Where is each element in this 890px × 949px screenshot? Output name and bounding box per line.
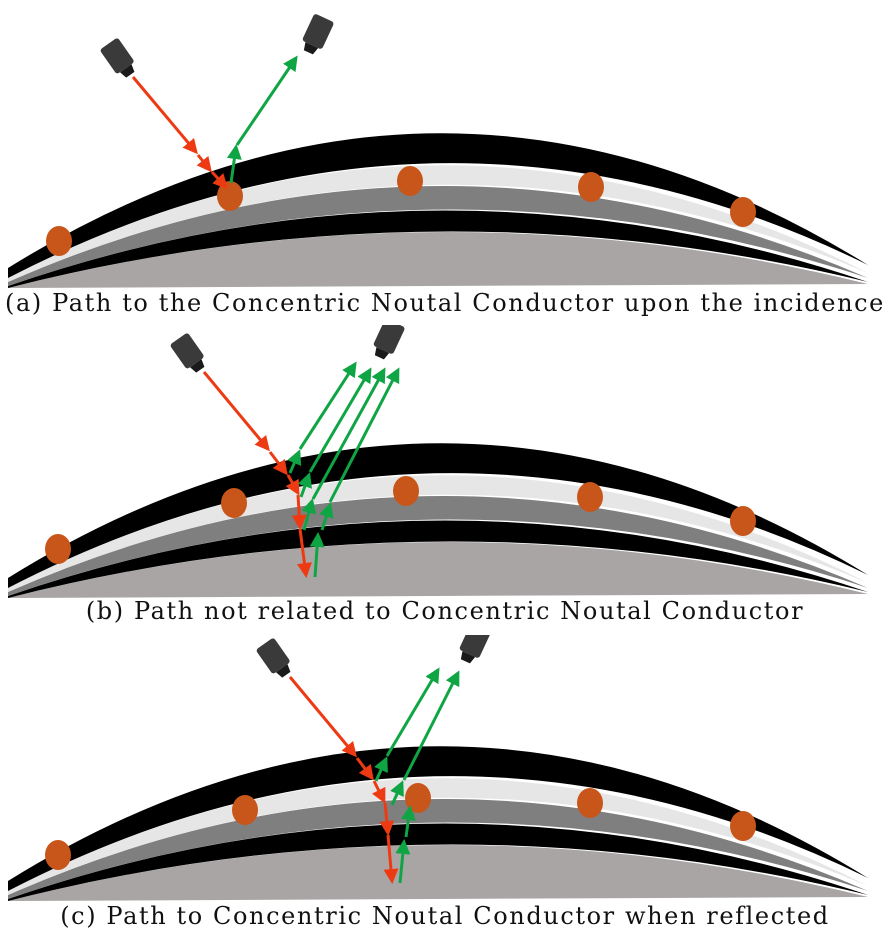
- conductor-group: [45, 783, 756, 870]
- outer-sheath-layer: [8, 133, 868, 278]
- inner-sheath-layer: [8, 520, 868, 598]
- cable-diagram-c: [8, 635, 868, 901]
- conductor-dot: [730, 197, 756, 227]
- core-layer: [8, 231, 868, 288]
- conductor-group: [46, 166, 756, 256]
- inner-sheath-layer: [8, 210, 868, 288]
- core-layer: [8, 541, 868, 598]
- camera-sensor-icon: [459, 635, 491, 664]
- conductor-dot: [578, 172, 604, 202]
- incident-ray: [131, 76, 229, 190]
- camera-sensor-icon: [170, 333, 205, 373]
- outer-sheath-layer: [8, 746, 868, 891]
- conductor-dot: [730, 506, 756, 536]
- incident-ray: [202, 371, 312, 578]
- panel-b: (b) Path not related to Concentric Nouta…: [0, 325, 890, 635]
- conductor-dot: [393, 476, 419, 506]
- caption-b: (b) Path not related to Concentric Nouta…: [85, 597, 805, 625]
- caption-a: (a) Path to the Concentric Noutal Conduc…: [5, 289, 885, 317]
- conductor-dot: [577, 482, 603, 512]
- reflected-ray-group: [374, 667, 460, 884]
- panel-c: (c) Path to Concentric Noutal Conductor …: [0, 635, 890, 949]
- insulation-dark-layer: [8, 185, 868, 286]
- conductor-dot: [577, 788, 603, 818]
- conductor-dot: [217, 181, 243, 211]
- conductor-dot: [45, 534, 71, 564]
- insulation-dark-layer: [8, 798, 868, 899]
- core-layer: [8, 844, 868, 901]
- cable-diagram-b: [8, 325, 868, 598]
- conductor-dot: [232, 795, 258, 825]
- insulation-dark-layer: [8, 495, 868, 596]
- conductor-dot: [221, 488, 247, 518]
- conductor-dot: [730, 811, 756, 841]
- camera-sensor-icon: [373, 325, 405, 360]
- caption-c: (c) Path to Concentric Noutal Conductor …: [60, 902, 830, 930]
- conductor-group: [45, 476, 756, 564]
- cable-cross-section: [8, 746, 868, 901]
- outer-sheath-layer: [8, 443, 868, 588]
- reflected-ray: [226, 55, 298, 184]
- reflected-ray-group: [287, 361, 400, 578]
- camera-sensor-icon: [302, 14, 334, 55]
- camera-sensor-icon: [256, 638, 291, 678]
- panel-a: (a) Path to the Concentric Noutal Conduc…: [0, 0, 890, 325]
- conductor-dot: [397, 166, 423, 196]
- incident-ray: [288, 676, 399, 884]
- inner-sheath-layer: [8, 823, 868, 901]
- conductor-dot: [45, 840, 71, 870]
- insulation-light-layer: [8, 778, 868, 895]
- camera-sensor-icon: [100, 38, 135, 78]
- cable-diagram-a: [8, 14, 868, 288]
- conductor-dot: [46, 226, 72, 256]
